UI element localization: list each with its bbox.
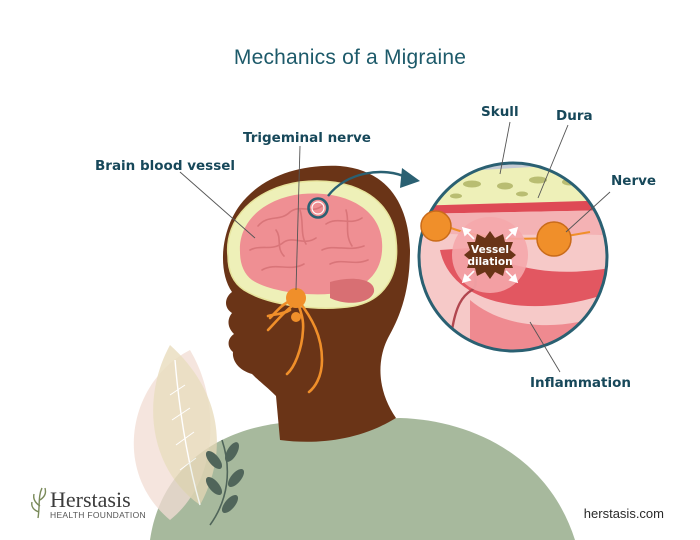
arrow-icon	[400, 168, 420, 188]
nerve-node	[291, 312, 301, 322]
zoom-circle-border	[417, 161, 609, 353]
label-nerve: Nerve	[611, 173, 657, 189]
zoom-source-circle	[307, 197, 329, 219]
shirt	[150, 418, 575, 540]
nerve-node-left	[420, 210, 452, 242]
label-brain-blood-vessel: Brain blood vessel	[95, 158, 236, 174]
leader-lines	[179, 121, 611, 373]
herstasis-logo: Herstasis HEALTH FOUNDATION	[32, 487, 146, 521]
logo-name: Herstasis	[50, 487, 131, 512]
trigeminal-ganglion	[286, 288, 306, 308]
label-trigeminal-nerve: Trigeminal nerve	[243, 130, 371, 146]
leaf-decoration	[133, 345, 245, 526]
label-skull: Skull	[481, 104, 519, 120]
page-title: Mechanics of a Migraine	[233, 46, 467, 69]
logo-tagline: HEALTH FOUNDATION	[50, 510, 146, 520]
dilated-vessel	[464, 231, 516, 279]
label-dura: Dura	[556, 108, 593, 124]
brain-folds	[249, 205, 369, 271]
dilation-arrows	[461, 226, 519, 284]
brain-cerebellum	[330, 278, 375, 303]
nerve-node-right	[536, 221, 572, 257]
herstasis-logo-icon	[31, 487, 47, 519]
website-link[interactable]: herstasis.com	[583, 506, 664, 521]
zoom-arrow	[327, 170, 409, 197]
label-inflammation: Inflammation	[530, 375, 631, 391]
label-vessel-dilation: Vessel dilation	[467, 244, 513, 268]
